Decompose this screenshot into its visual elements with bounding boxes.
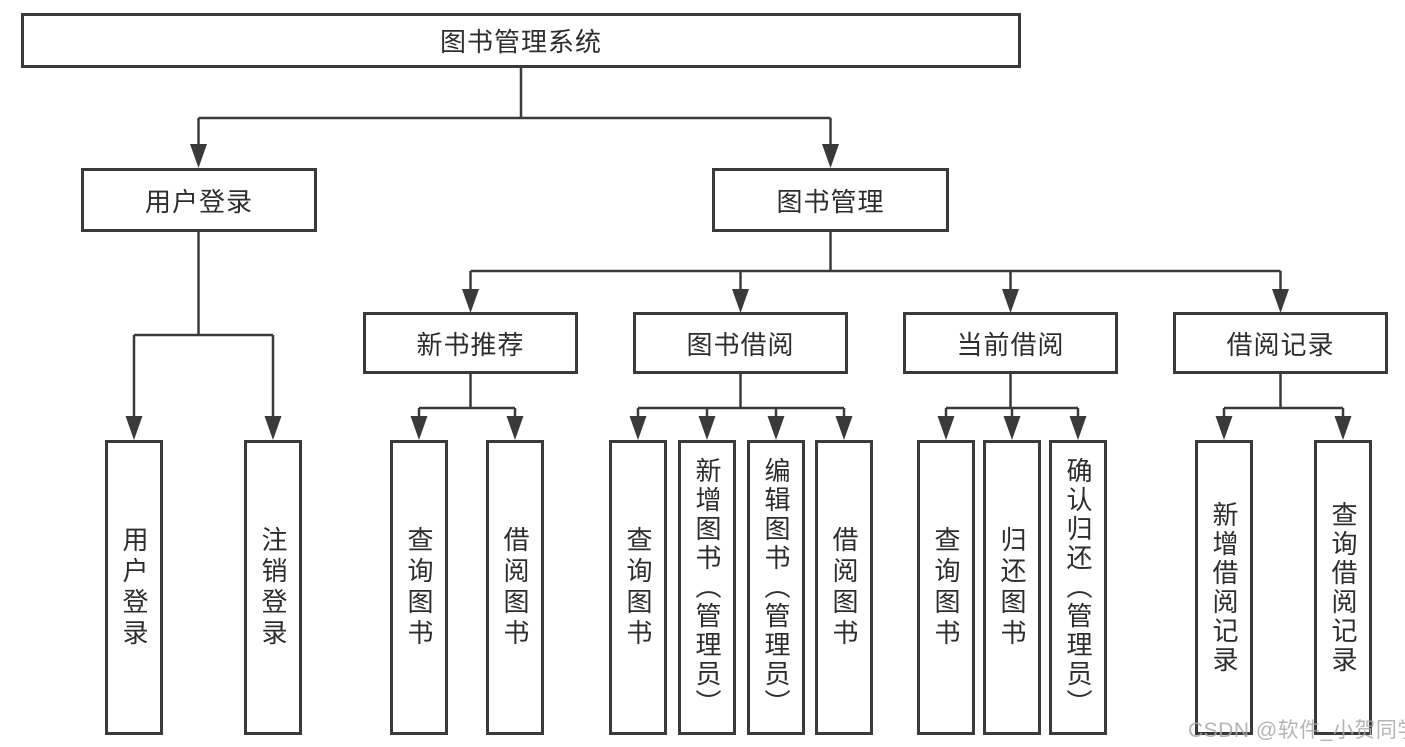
- arrowhead-icon: [410, 416, 428, 440]
- node-label: 编辑图书（管理员）: [761, 457, 791, 718]
- leaf-borrow-books-borrow: 借阅图书: [815, 440, 873, 735]
- node-label: 新书推荐: [416, 329, 525, 360]
- leaf-user-login: 用户登录: [105, 440, 163, 735]
- arrowhead-icon: [1272, 289, 1289, 313]
- node-label: 图书管理: [776, 186, 885, 217]
- arrowhead-icon: [1002, 289, 1019, 313]
- connector-book-borrow-children: [636, 373, 846, 418]
- arrowhead-icon: [264, 416, 282, 440]
- arrowhead-icon: [732, 289, 749, 313]
- node-current-borrow: 当前借阅: [903, 312, 1118, 374]
- arrowhead-icons: [125, 144, 1352, 440]
- node-label: 当前借阅: [956, 329, 1065, 360]
- arrowhead-icon: [822, 144, 839, 168]
- node-new-book-recommend: 新书推荐: [363, 312, 578, 374]
- node-label: 新增图书（管理员）: [692, 457, 722, 718]
- connector-current-borrow-children: [944, 373, 1080, 418]
- node-label: 借阅图书: [829, 525, 859, 650]
- connector-book-management-children: [469, 231, 1282, 291]
- node-label: 用户登录: [144, 186, 253, 217]
- leaf-query-books-current: 查询图书: [917, 440, 975, 735]
- arrowhead-icon: [767, 416, 785, 440]
- node-label: 注销登录: [258, 525, 288, 650]
- leaf-edit-book-admin: 编辑图书（管理员）: [747, 440, 805, 735]
- connector-user-login-children: [132, 231, 275, 418]
- node-label: 新增借阅记录: [1209, 500, 1239, 675]
- leaf-borrow-books-recommend: 借阅图书: [486, 440, 544, 735]
- csdn-watermark: CSDN @软件_小贺同学: [1188, 719, 1405, 742]
- leaf-query-borrow-record: 查询借阅记录: [1314, 440, 1372, 735]
- arrowhead-icon: [1069, 416, 1087, 440]
- node-book-management: 图书管理: [712, 168, 949, 232]
- arrowhead-icon: [937, 416, 955, 440]
- arrowhead-icon: [835, 416, 853, 440]
- arrowhead-icon: [462, 289, 479, 313]
- leaf-confirm-return-admin: 确认归还（管理员）: [1049, 440, 1107, 735]
- node-label: 借阅记录: [1226, 329, 1335, 360]
- node-label: 归还图书: [997, 525, 1027, 650]
- leaf-add-borrow-record: 新增借阅记录: [1195, 440, 1253, 735]
- arrowhead-icon: [190, 144, 207, 168]
- leaf-query-books-borrow: 查询图书: [609, 440, 667, 735]
- arrowhead-icon: [629, 416, 647, 440]
- node-user-login: 用户登录: [81, 168, 317, 232]
- connector-new-book-recommend-children: [417, 373, 517, 418]
- node-borrow-records: 借阅记录: [1173, 312, 1388, 374]
- node-book-borrow: 图书借阅: [633, 312, 848, 374]
- node-label: 图书借阅: [686, 329, 795, 360]
- leaf-logout-login: 注销登录: [244, 440, 302, 735]
- connector-borrow-records-children: [1222, 373, 1345, 418]
- node-library-system: 图书管理系统: [21, 13, 1021, 68]
- arrowhead-icon: [1003, 416, 1021, 440]
- connector-root-to-level2: [197, 67, 832, 146]
- leaf-return-books: 归还图书: [983, 440, 1041, 735]
- leaf-add-book-admin: 新增图书（管理员）: [678, 440, 736, 735]
- node-label: 查询图书: [623, 525, 653, 650]
- arrowhead-icon: [698, 416, 716, 440]
- arrowhead-icon: [1334, 416, 1352, 440]
- node-label: 查询图书: [931, 525, 961, 650]
- arrowhead-icon: [125, 416, 143, 440]
- arrowhead-icon: [506, 416, 524, 440]
- node-label: 用户登录: [119, 525, 149, 650]
- leaf-query-books-recommend: 查询图书: [390, 440, 448, 735]
- node-label: 借阅图书: [500, 525, 530, 650]
- node-label: 查询借阅记录: [1328, 500, 1358, 675]
- arrowhead-icon: [1215, 416, 1233, 440]
- node-label: 图书管理系统: [439, 27, 602, 57]
- node-label: 确认归还（管理员）: [1063, 457, 1093, 718]
- node-label: 查询图书: [404, 525, 434, 650]
